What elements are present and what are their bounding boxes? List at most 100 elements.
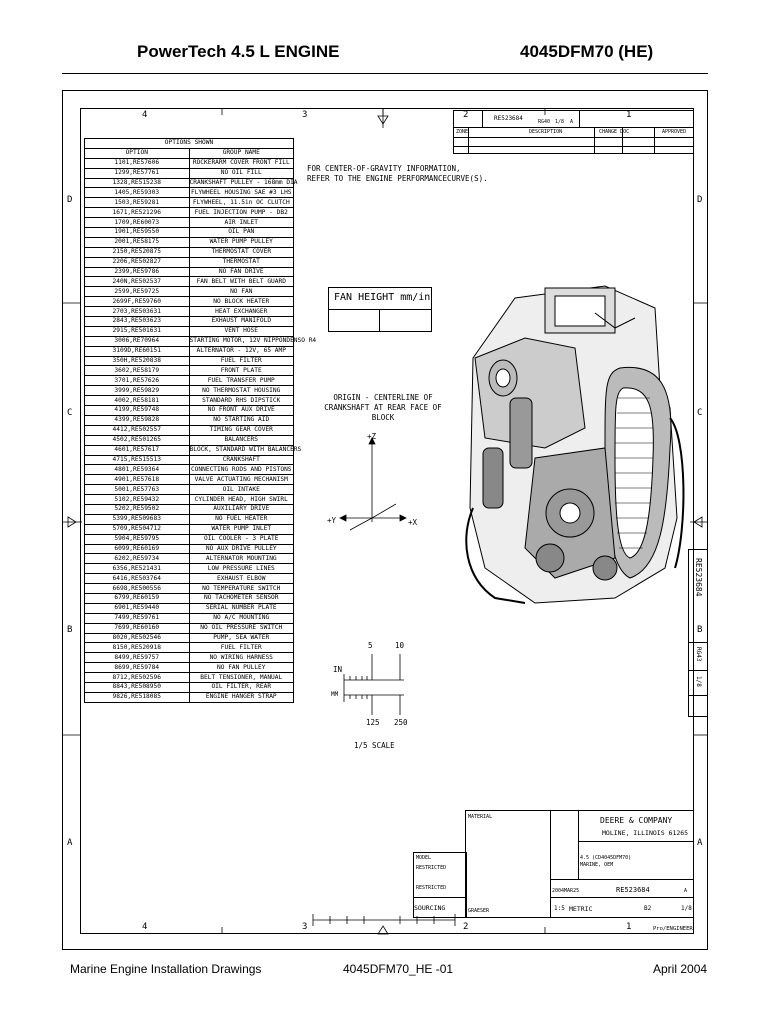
option-code: 1101,RE57606 — [84, 157, 190, 169]
option-code: 4801,RE59364 — [84, 464, 190, 476]
option-group-name: EXHAUST ELBOW — [188, 573, 294, 585]
footer-center: 4045DFM70_HE -01 — [343, 962, 454, 976]
fan-height-label: FAN HEIGHT mm/in — [334, 292, 431, 303]
drawing-frame — [80, 108, 694, 934]
option-group-name: WATER PUMP PULLEY — [188, 236, 294, 248]
zone-bottom-1: 1 — [626, 922, 632, 932]
revision-description-header: DESCRIPTION — [529, 129, 563, 135]
option-code: 5904,RE59795 — [84, 533, 190, 545]
revision-letter: A — [570, 119, 574, 125]
zone-right-C: C — [697, 408, 703, 418]
restricted-label-2: RESTRICTED — [416, 885, 447, 891]
option-code: 6698,RE500556 — [84, 583, 190, 594]
scale-mm-250: 250 — [394, 718, 408, 727]
engine-illustration — [465, 285, 685, 604]
drawing-sheet — [62, 90, 708, 950]
option-group-name: STARTING MOTOR, 12V NIPPONDENSO R4 — [188, 335, 317, 347]
company-location: MOLINE, ILLINOIS 61265 — [602, 829, 689, 837]
option-code: 8499,RE59757 — [84, 652, 190, 664]
revision-block: RE523684 RG40 1/8 A ZONE DESCRIPTION CHA… — [453, 110, 694, 154]
option-code: 4502,RE501265 — [84, 434, 190, 446]
option-group-name: NO A/C MOUNTING — [188, 612, 294, 624]
option-group-name: FUEL FILTER — [188, 642, 294, 654]
option-group-name: VALVE ACTUATING MECHANISM — [188, 474, 294, 486]
center-mark-bottom — [377, 925, 389, 935]
option-code: 3602,RE58179 — [84, 365, 190, 377]
scale-bar — [343, 654, 404, 715]
part-description-1: 4.5 (CD4045DFM70) — [580, 855, 632, 861]
option-code: 2150,RE520875 — [84, 246, 190, 258]
option-group-name: FRONT PLATE — [188, 365, 294, 377]
option-group-name: TIMING GEAR COVER — [188, 424, 294, 436]
title-block: MATERIAL DEERE & COMPANY MOLINE, ILLINOI… — [465, 810, 694, 918]
axis-x-label: +X — [408, 518, 418, 527]
scale-in-10: 10 — [395, 641, 405, 650]
option-group-name: SERIAL NUMBER PLATE — [188, 602, 294, 614]
cog-note-line1: FOR CENTER-OF-GRAVITY INFORMATION, — [307, 164, 461, 173]
zone-left-B: B — [67, 625, 73, 635]
scale-mm-125: 125 — [366, 718, 380, 727]
option-group-name: AUXILIARY DRIVE — [188, 503, 294, 515]
side-part-no: RE523684 — [694, 558, 703, 597]
axis-y-label: +Y — [327, 516, 337, 525]
options-table: OPTIONS SHOWN OPTION GROUP NAME 1101,RE5… — [84, 138, 317, 703]
option-code: 1405,RE59303 — [84, 187, 190, 199]
option-group-name: STANDARD RHS DIPSTICK — [188, 395, 294, 407]
option-group-name: VENT HOSE — [188, 325, 294, 337]
axis-z-label: +Z — [367, 432, 377, 441]
option-code: 2399,RE59786 — [84, 266, 190, 278]
option-group-name: BELT TENSIONER, MANUAL — [188, 672, 294, 683]
option-code: 4901,RE57618 — [84, 474, 190, 486]
option-code: 1709,RE60073 — [84, 217, 190, 229]
origin-note-line1: ORIGIN - CENTERLINE OF — [333, 393, 433, 402]
drawing-date: 2004MAR25 — [552, 888, 580, 894]
option-group-name: NO AUX DRIVE PULLEY — [188, 543, 294, 555]
option-group-name: NO OIL PRESSURE SWITCH — [188, 622, 294, 634]
option-group-name: NO FAN — [188, 286, 294, 298]
zone-bottom-3: 3 — [302, 922, 308, 932]
drawing-scale: 1:5 — [554, 905, 565, 912]
zone-left-D: D — [67, 195, 73, 205]
zone-bottom-4: 4 — [142, 922, 148, 932]
option-code: 6901,RE59440 — [84, 602, 190, 614]
option-code: 5399,RE509683 — [84, 513, 190, 525]
option-code: 1328,RE515238 — [84, 177, 190, 189]
option-code: 6416,RE503764 — [84, 573, 190, 585]
sourcing-label: SOURCING — [414, 904, 446, 912]
scale-in-label: IN — [333, 665, 343, 674]
option-code: 8150,RE520918 — [84, 642, 190, 654]
document-title: PowerTech 4.5 L ENGINE — [137, 42, 340, 61]
revision-approved-header: APPROVED — [662, 129, 687, 135]
option-group-name: OIL INTAKE — [188, 484, 294, 496]
drawing-units: METRIC — [569, 905, 593, 913]
option-code: 4601,RE57617 — [84, 444, 190, 456]
option-group-name: FAN BELT WITH BELT GUARD — [188, 276, 294, 288]
option-code: 6202,RE59734 — [84, 553, 190, 565]
option-code: 6356,RE521431 — [84, 563, 190, 575]
option-code: 1503,RE59281 — [84, 197, 190, 209]
origin-note-line2: CRANKSHAFT AT REAR FACE OF BLOCK — [324, 403, 442, 422]
zone-top-4: 4 — [142, 110, 148, 120]
option-code: 5202,RE59502 — [84, 503, 190, 515]
part-revision: A — [684, 888, 688, 894]
option-code: 5102,RE59432 — [84, 494, 190, 505]
option-group-name: LOW PRESSURE LINES — [188, 563, 294, 575]
option-group-name: WATER PUMP INLET — [188, 523, 294, 535]
